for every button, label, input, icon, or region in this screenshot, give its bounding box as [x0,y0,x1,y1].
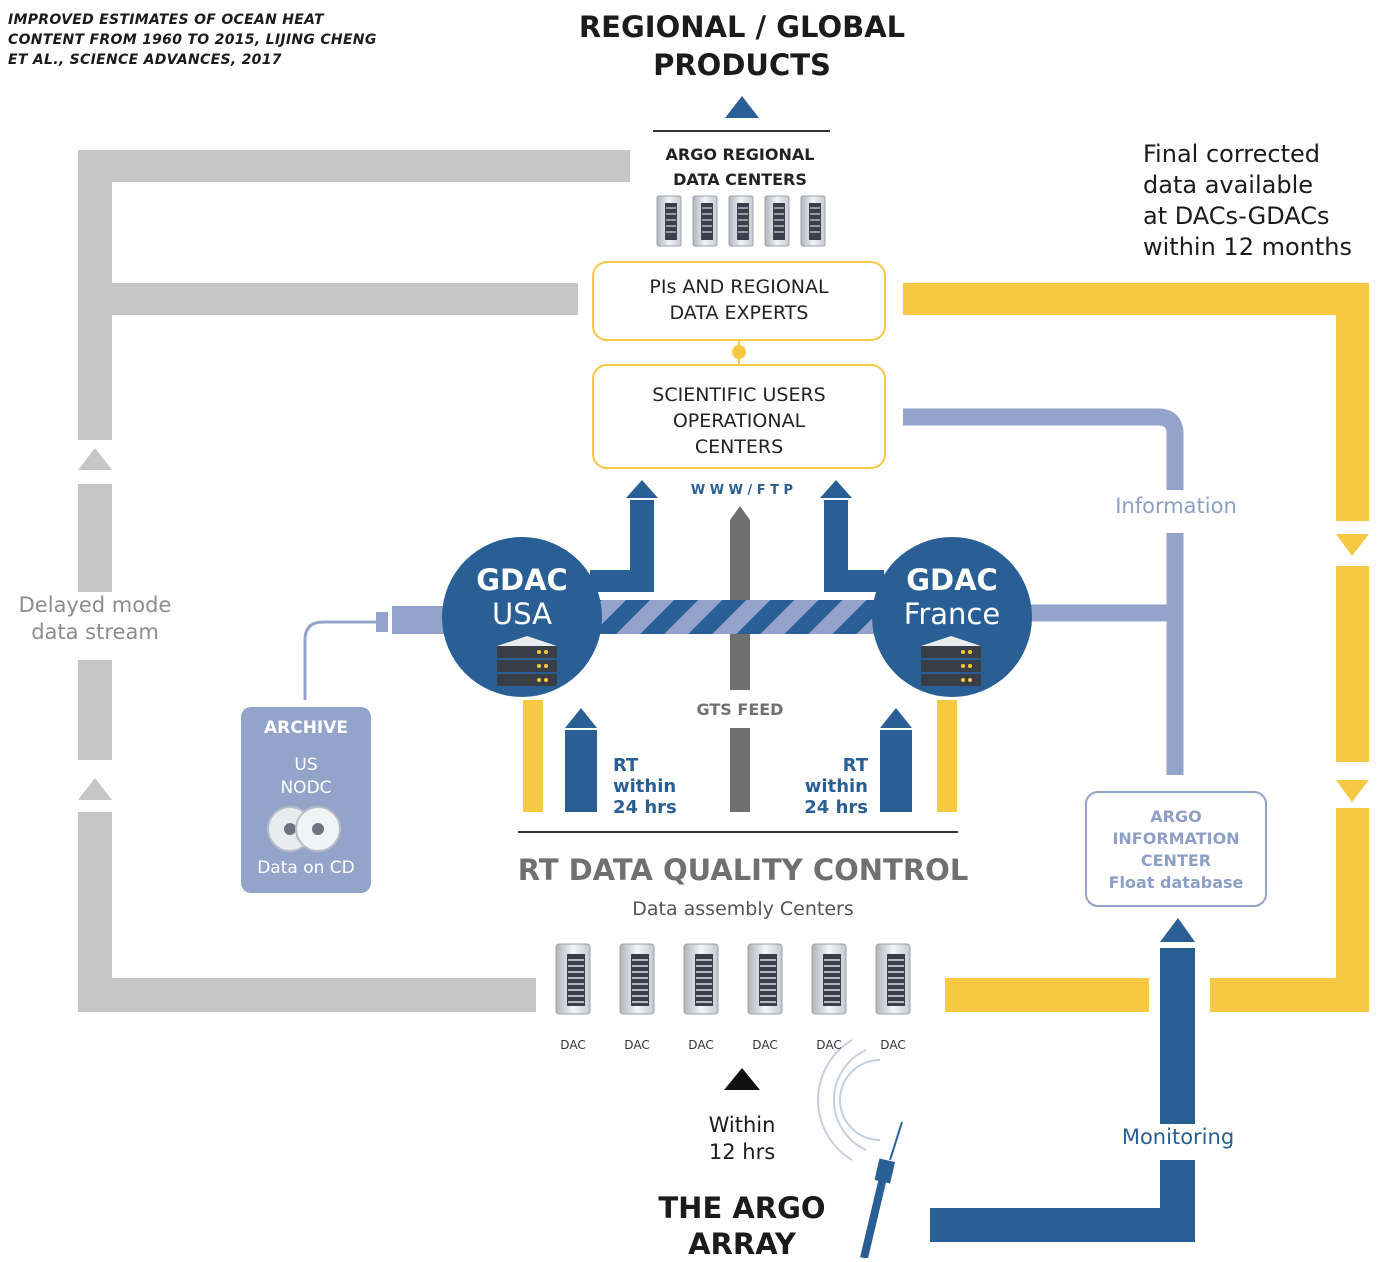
up-arrow-icon [725,96,759,118]
down-arrow-icon [1336,534,1369,556]
final-corrected-note: Final corrected data available at DACs-G… [1143,140,1352,261]
gts-feed-label: GTS FEED [696,700,784,719]
gdac-usa-circle [442,537,602,697]
www-ftp-arrows [590,480,884,592]
archive-panel [241,707,371,893]
monitoring-label: Monitoring [1121,1125,1235,1149]
cd-icon [267,806,341,852]
info-center-box [1085,791,1267,907]
argo-array-title: THE ARGO ARRAY [658,1191,826,1261]
information-label: Information [1115,494,1237,518]
citation-text: IMPROVED ESTIMATES OF OCEAN HEAT CONTENT… [8,12,377,68]
gdac-france-circle [872,537,1032,697]
rt-arrows [565,708,912,812]
info-center-label: ARGO INFORMATION CENTER Float database [1108,807,1244,892]
gdac-usa-server-icon [497,636,557,686]
users-box-label: SCIENTIFIC USERS OPERATIONAL CENTERS [652,384,826,458]
dac-label: DAC [688,1038,714,1052]
dac-label: DAC [752,1038,778,1052]
argo-float-icon [817,1039,903,1258]
products-title: REGIONAL / GLOBAL PRODUCTS [578,10,906,82]
information-lines [903,408,1184,775]
regional-centers-servers [656,195,826,247]
gdac-usa-sub: USA [491,597,552,631]
rt-qc-subtitle: Data assembly Centers [632,898,854,920]
rt-left-label: RT within 24 hrs [613,755,677,818]
archive-title: ARCHIVE [263,718,349,738]
archive-nodc-label: US NODC [280,755,332,798]
gdac-france-server-icon [921,636,981,686]
archive-link [303,606,456,700]
gdac-usa-title: GDAC [476,563,568,597]
gdac-link-bar [600,600,882,634]
delayed-mode-label: Delayed mode data stream [18,593,172,644]
within-12hrs-label: Within 12 hrs [708,1113,776,1164]
connector-dot [732,345,746,359]
dac-label: DAC [816,1038,842,1052]
delayed-mode-stream [78,150,630,1012]
rt-right-label: RT within 24 hrs [804,755,868,818]
gts-feed [730,506,750,812]
gdac-france-title: GDAC [906,563,998,597]
dac-label: DAC [560,1038,586,1052]
monitoring-arrow [930,918,1195,1242]
dac-label: DAC [624,1038,650,1052]
final-corrected-stream [523,283,1369,1012]
up-arrow-icon [78,448,112,470]
dac-servers [555,943,911,1015]
down-arrow-icon [1336,780,1369,802]
dac-label: DAC [880,1038,906,1052]
gdac-france-sub: France [903,597,1001,631]
up-arrow-icon [724,1068,760,1090]
regional-centers-label: ARGO REGIONAL DATA CENTERS [665,145,815,189]
www-ftp-label: W W W / F T P [690,483,794,498]
rt-qc-title: RT DATA QUALITY CONTROL [517,853,969,887]
up-arrow-icon [78,778,112,800]
archive-footer: Data on CD [257,858,355,878]
pis-box-label: PIs AND REGIONAL DATA EXPERTS [649,276,829,324]
